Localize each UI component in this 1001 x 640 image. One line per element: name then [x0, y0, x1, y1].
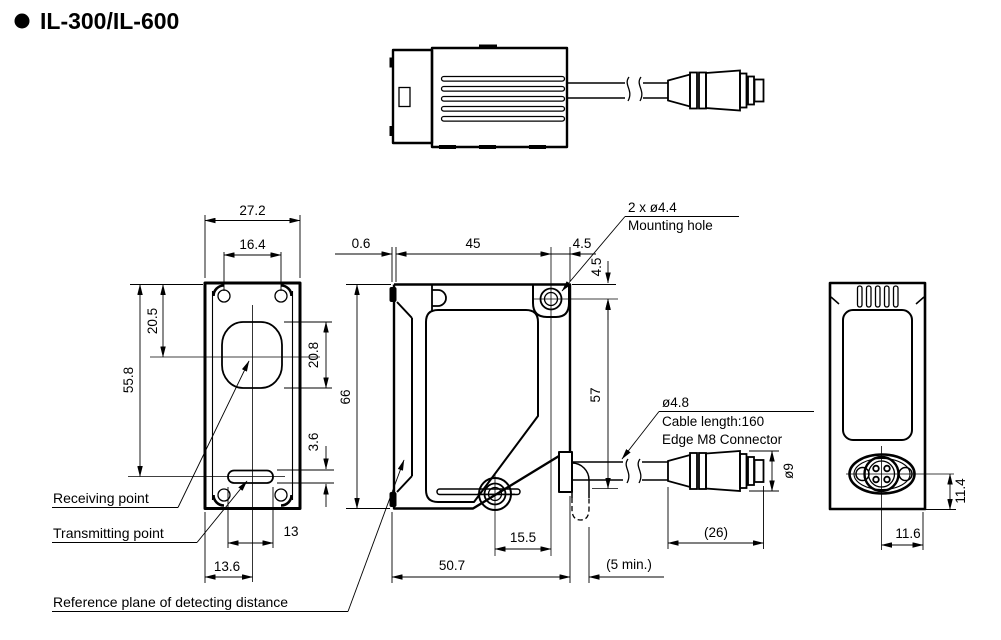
dim-cable-from-hole: 57	[588, 387, 603, 402]
page-title: IL-300/IL-600	[40, 8, 179, 34]
dim-hole-from-top: 4.5	[589, 258, 604, 277]
dim-conn-to-side: 11.6	[895, 526, 920, 541]
dim-height: 66	[338, 389, 353, 404]
dim-lens-height: 20.8	[306, 342, 321, 368]
receiving-point-label: Receiving point	[53, 490, 149, 506]
side-m8-connector	[667, 450, 765, 492]
cable-boss	[558, 451, 573, 493]
pin	[883, 475, 891, 484]
side-panel	[425, 309, 539, 503]
mounting-hole-note2: Mounting hole	[628, 218, 713, 233]
title-block: IL-300/IL-600	[14, 8, 179, 34]
dim-hole-offset: 15.5	[510, 530, 536, 545]
dim-rear-span: 4.5	[573, 236, 592, 251]
transmitting-point-label: Transmitting point	[53, 525, 164, 541]
connector-label: Edge M8 Connector	[662, 432, 783, 447]
receiver-lens	[221, 321, 283, 389]
bent-cable-ghost	[571, 498, 590, 521]
top-cable	[567, 76, 668, 102]
cable-break-icon	[638, 76, 643, 102]
cable-length-label: Cable length:160	[662, 414, 764, 429]
edge-slot	[436, 488, 521, 496]
dim-bezel: 0.6	[352, 236, 371, 251]
top-view	[389, 44, 765, 149]
dim-connector-dia: ø9	[781, 463, 796, 479]
pin	[872, 464, 880, 473]
dim-slot-height: 3.6	[306, 433, 321, 452]
mounting-hole	[217, 488, 231, 502]
cable-bend	[571, 462, 590, 481]
mounting-hole	[217, 289, 231, 303]
side-cable	[571, 458, 668, 521]
cable-dia-label: ø4.8	[662, 395, 689, 410]
dim-bend-min: (5 min.)	[606, 557, 652, 572]
pin	[883, 464, 891, 473]
dim-tx-edge: 13.6	[214, 559, 240, 574]
dim-front-span: 45	[465, 236, 480, 251]
corner-gusset	[212, 494, 225, 507]
top-hole-boss	[532, 284, 570, 318]
corner-gusset	[212, 284, 225, 297]
dim-hole-pitch: 16.4	[239, 237, 266, 252]
dim-slot-width: 13	[283, 524, 298, 539]
dim-conn-to-bottom: 11.4	[953, 478, 968, 504]
top-m8-connector	[667, 69, 765, 112]
dim-depth: 50.7	[439, 558, 465, 573]
mounting-hole	[274, 488, 288, 502]
dim-connector-length: (26)	[704, 525, 728, 540]
latch-notch	[432, 289, 447, 307]
bezel-lip	[389, 492, 397, 507]
corner-gusset	[280, 284, 293, 297]
dim-lens-center: 20.5	[145, 308, 160, 334]
front-dimensions: 27.2 16.4 20.5 55.8 20.8 3.6 13 13.6 Rec…	[52, 203, 405, 612]
side-view	[389, 247, 765, 556]
pin	[872, 475, 880, 484]
corner-gusset	[280, 494, 293, 507]
cable-break-icon	[637, 458, 642, 484]
mounting-hole	[274, 289, 288, 303]
cable-break-icon	[625, 458, 630, 484]
side-dimensions: 0.6 45 4.5 4.5 57 66 15.5 50.7 (5 min.) …	[335, 200, 814, 583]
bezel-lip	[389, 287, 397, 302]
mounting-hole-note: 2 x ø4.4	[628, 200, 677, 215]
cable-break-icon	[626, 76, 631, 102]
display-panel	[842, 309, 913, 441]
reference-plane-label: Reference plane of detecting distance	[53, 594, 288, 610]
dim-tx-from-top: 55.8	[121, 367, 136, 393]
heat-fins	[440, 75, 566, 122]
front-view	[128, 281, 320, 582]
bullet-icon	[14, 13, 30, 29]
vent-slots	[856, 285, 899, 308]
dim-overall-width: 27.2	[239, 203, 265, 218]
rear-dimensions: 11.4 11.6	[881, 473, 968, 550]
rear-view	[828, 281, 954, 550]
